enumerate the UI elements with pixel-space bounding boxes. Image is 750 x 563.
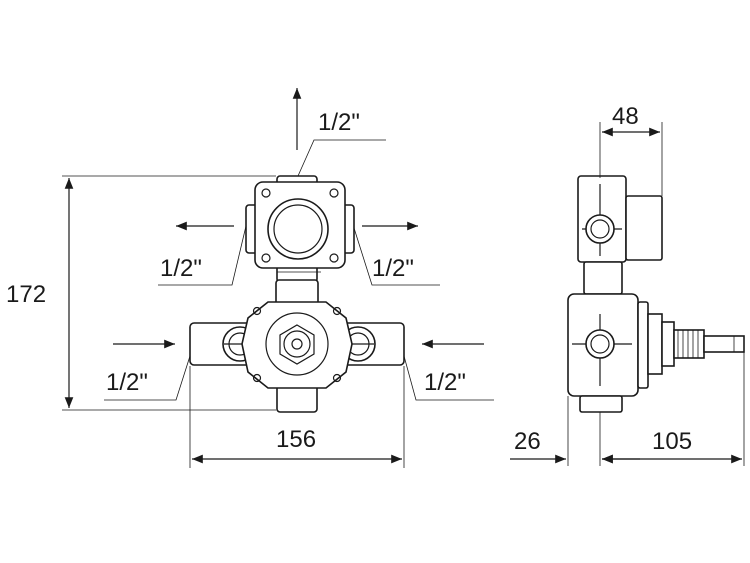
side-top-block — [577, 175, 663, 263]
leader-right-upper — [353, 227, 440, 286]
thread-label-top: 1/2" — [318, 109, 360, 136]
thread-label-right-upper: 1/2" — [372, 255, 414, 282]
top-distributor — [245, 175, 355, 283]
leader-left-upper — [158, 225, 247, 286]
depth-side-dimension-label: 105 — [652, 428, 692, 455]
front-view — [62, 88, 494, 468]
height-dimension-label: 172 — [6, 281, 46, 308]
side-view — [510, 122, 745, 466]
mixer-body — [189, 279, 405, 413]
leader-right-lower — [403, 355, 494, 401]
offset-dimension-label: 26 — [514, 428, 541, 455]
thread-label-right-lower: 1/2" — [424, 369, 466, 396]
thread-label-left-lower: 1/2" — [106, 369, 148, 396]
thread-label-left-upper: 1/2" — [160, 255, 202, 282]
leader-top — [297, 139, 386, 177]
depth-top-dimension-label: 48 — [612, 103, 639, 130]
side-mixer-body — [567, 261, 745, 413]
leader-left-lower — [104, 355, 191, 401]
width-dimension-label: 156 — [276, 426, 316, 453]
